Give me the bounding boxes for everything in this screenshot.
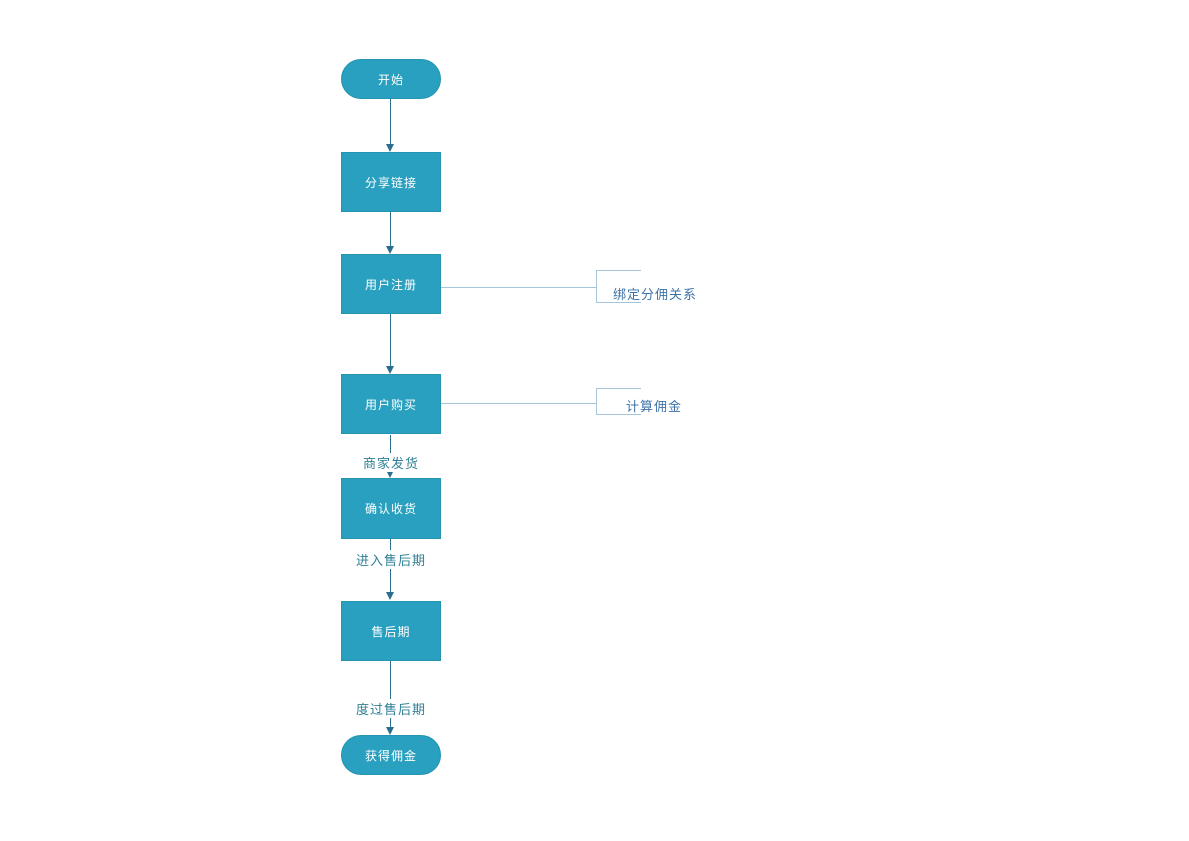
annotation-bracket[interactable]	[596, 388, 641, 415]
connector-share-to-register	[390, 212, 391, 246]
edge-label-pass-aftersales[interactable]: 度过售后期	[351, 699, 431, 718]
node-label: 分享链接	[364, 175, 417, 190]
arrowhead-icon	[386, 366, 394, 374]
node-label: 开始	[377, 72, 404, 87]
node-label: 用户购买	[364, 397, 417, 412]
annotation-text-calc-commission[interactable]: 计算佣金	[626, 399, 683, 414]
annotation-connector-register	[441, 287, 596, 288]
annotation-text-bind-commission[interactable]: 绑定分佣关系	[613, 287, 698, 302]
arrowhead-icon	[386, 592, 394, 600]
node-user-purchase[interactable]: 用户购买	[341, 374, 441, 434]
node-user-register[interactable]: 用户注册	[341, 254, 441, 314]
connector-aftersales-to-commission	[390, 661, 391, 727]
annotation-bracket[interactable]	[596, 270, 641, 303]
node-after-sales[interactable]: 售后期	[341, 601, 441, 661]
connector-purchase-to-confirm	[390, 435, 391, 470]
annotation-connector-purchase	[441, 403, 596, 404]
node-label: 获得佣金	[364, 748, 417, 763]
node-start[interactable]: 开始	[341, 59, 441, 99]
node-label: 确认收货	[364, 502, 417, 516]
arrowhead-icon	[386, 144, 394, 152]
arrowhead-icon	[386, 246, 394, 254]
node-share-link[interactable]: 分享链接	[341, 152, 441, 212]
connector-start-to-share	[390, 99, 391, 145]
connector-register-to-purchase	[390, 314, 391, 366]
arrowhead-icon	[386, 470, 394, 478]
node-confirm-receipt[interactable]: 确认收货	[341, 478, 441, 539]
node-label: 用户注册	[364, 277, 417, 292]
node-get-commission[interactable]: 获得佣金	[341, 735, 441, 775]
edge-label-merchant-ship[interactable]: 商家发货	[358, 453, 424, 472]
edge-label-enter-aftersales[interactable]: 进入售后期	[351, 550, 431, 569]
node-label: 售后期	[371, 624, 411, 639]
arrowhead-icon	[386, 727, 394, 735]
